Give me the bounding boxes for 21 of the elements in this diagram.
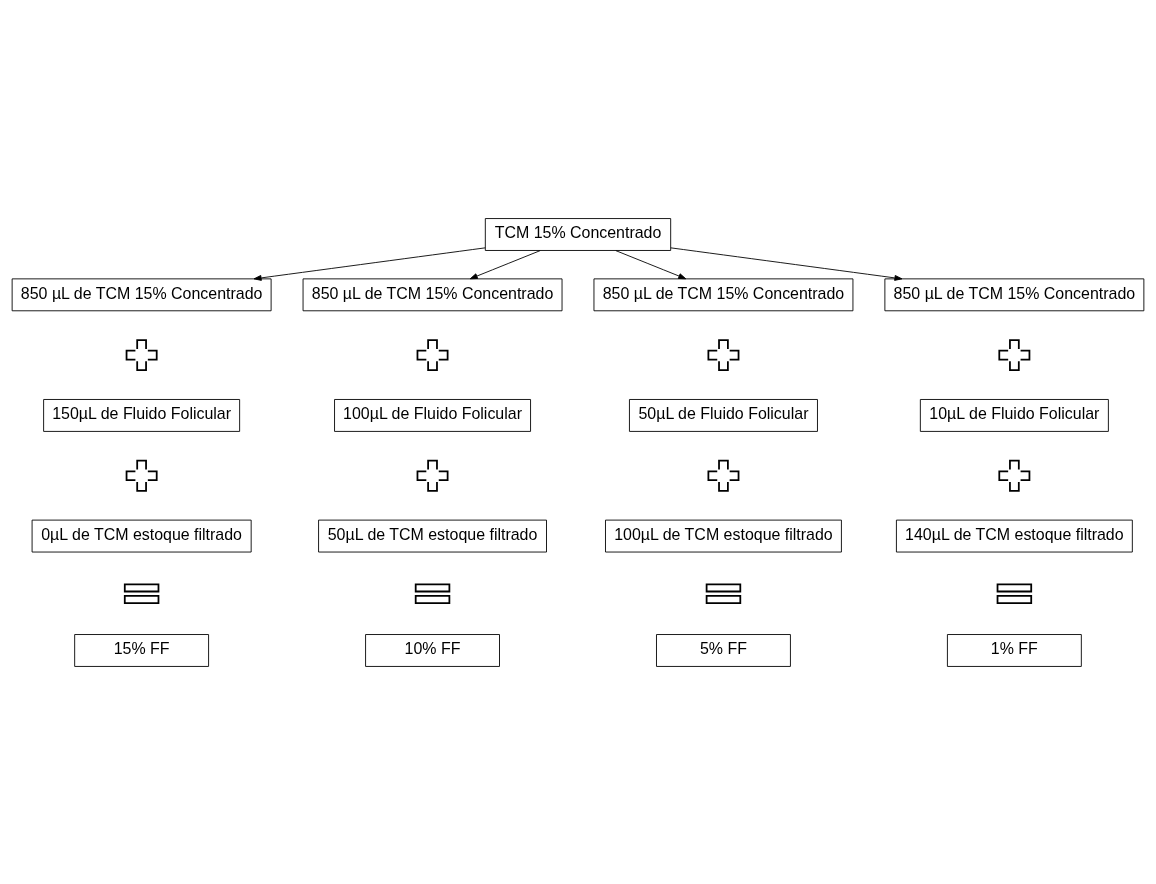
node-box: 0µL de TCM estoque filtrado bbox=[31, 519, 252, 552]
node-box: 1% FF bbox=[946, 633, 1082, 667]
node-box: 50µL de TCM estoque filtrado bbox=[318, 519, 547, 552]
node-box: 850 µL de TCM 15% Concentrado bbox=[593, 277, 854, 311]
node-box: 140µL de TCM estoque filtrado bbox=[895, 519, 1133, 552]
node-box: 10% FF bbox=[365, 633, 500, 667]
node-box: 150µL de Fluido Folicular bbox=[43, 398, 241, 432]
arrow bbox=[469, 249, 541, 279]
node-box: 850 µL de TCM 15% Concentrado bbox=[11, 277, 272, 311]
arrow bbox=[615, 249, 687, 279]
arrow bbox=[670, 246, 903, 281]
node-box: 850 µL de TCM 15% Concentrado bbox=[884, 277, 1145, 311]
node-box: 850 µL de TCM 15% Concentrado bbox=[302, 277, 563, 311]
node-box: 50µL de Fluido Folicular bbox=[629, 398, 818, 432]
node-box: TCM 15% Concentrado bbox=[484, 217, 672, 251]
node-box: 15% FF bbox=[74, 633, 210, 667]
arrow bbox=[253, 246, 486, 281]
node-box: 100µL de TCM estoque filtrado bbox=[605, 519, 842, 552]
node-box: 100µL de Fluido Folicular bbox=[334, 398, 531, 432]
node-box: 5% FF bbox=[656, 633, 791, 667]
node-box: 10µL de Fluido Folicular bbox=[919, 398, 1109, 432]
